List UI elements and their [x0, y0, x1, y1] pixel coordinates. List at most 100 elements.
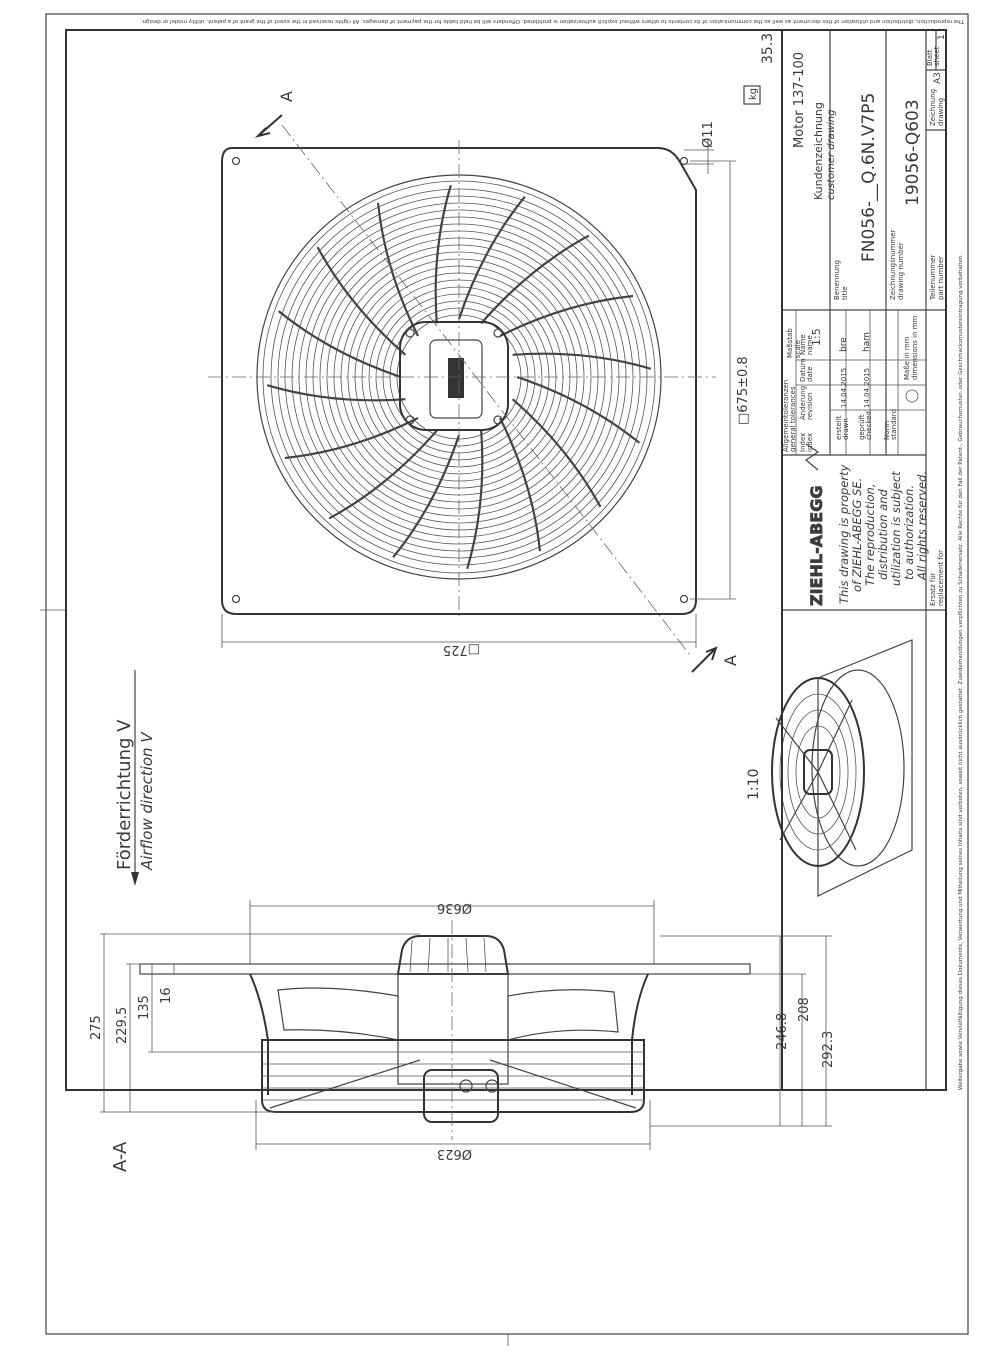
drawn-name: bre	[839, 337, 849, 352]
guard-spoke	[316, 246, 407, 356]
section-blade-left	[277, 987, 399, 1041]
section-plate	[139, 963, 751, 975]
col-index-en: index	[806, 433, 814, 452]
title-block: kg 35.3 Motor 137-100 Kundenzeichnung cu…	[743, 29, 947, 1091]
dim-top-diameter: Ø636	[437, 900, 472, 915]
part-number-label-en: part number	[937, 256, 945, 300]
dim-plate-size: □725	[443, 642, 480, 657]
iso-guard-ring	[795, 725, 841, 819]
guard-spoke	[266, 384, 406, 402]
section-line	[281, 124, 691, 656]
dim-bottom-diameter: Ø623	[437, 1146, 472, 1161]
drawn-label-en: drawn	[842, 418, 850, 440]
col-date-de: Datum	[799, 358, 807, 382]
fan-title: FN056-__Q.6N.V7P5	[859, 93, 879, 262]
checked-label-de: geprüft	[858, 414, 866, 440]
guard-spoke	[516, 375, 641, 444]
property-line: All rights reserved.	[915, 471, 929, 581]
hub-bolt	[405, 415, 415, 425]
property-line: The reproduction,	[863, 483, 877, 586]
drawing-number-label-en: drawing number	[897, 242, 905, 300]
tolerance-de: Allgemeintoleranzen	[782, 380, 790, 452]
drawing-number: 19056-Q603	[903, 99, 923, 206]
motor-type: Motor 137-100	[792, 52, 807, 148]
iso-guard-ring	[787, 709, 849, 835]
iso-ring	[811, 669, 905, 867]
airflow-label-de: Förderrichtung V	[114, 719, 135, 870]
guard-spoke	[434, 184, 452, 324]
legal-notice-side: Weitergabe sowie Vervielfältigung dieses…	[958, 254, 964, 1090]
sheet-label-en: sheet	[933, 46, 941, 66]
dim-left-16: 16	[159, 987, 174, 1004]
guard-spoke	[480, 234, 590, 325]
property-line: utilization is subject	[889, 471, 903, 586]
dim-hole-pitch: □675±0.8	[736, 356, 751, 425]
checked-date: 14.04.2015	[863, 368, 871, 408]
drawn-date: 14.04.2015	[840, 368, 848, 408]
motor-hub	[399, 321, 509, 431]
col-index-de: Index	[799, 433, 807, 452]
airflow-indicator: Förderrichtung V Airflow direction V	[114, 670, 156, 886]
weight-unit: kg	[748, 88, 759, 100]
section-terminal-box	[423, 1069, 499, 1123]
tolerance-en: general tolerances	[789, 386, 797, 452]
mounting-hole	[679, 594, 689, 604]
dim-hole-diameter: Ø11	[701, 121, 716, 148]
section-arrow-top	[254, 114, 283, 138]
drawing-number-label-de: Zeichnungsnummer	[889, 229, 897, 300]
guard-spoke	[328, 429, 438, 520]
guard-spoke	[284, 417, 419, 460]
title-block-frame	[781, 29, 947, 1091]
dims-in-mm-en: dimensions in mm	[911, 315, 919, 380]
section-arrow-bottom	[691, 646, 718, 673]
cable-gland	[459, 1079, 473, 1093]
property-line: distribution and	[876, 488, 890, 580]
replacement-label-en: replacement for	[937, 550, 945, 606]
col-revision-en: revision	[806, 393, 814, 420]
guard-strut	[269, 1059, 637, 1109]
drawn-label-de: erstellt	[835, 415, 843, 440]
guard-spoke	[511, 398, 602, 508]
title-label-en: title	[841, 286, 849, 300]
col-name-en: name	[806, 335, 814, 355]
dim-right-292-3: 292.3	[821, 1031, 836, 1068]
format-value: A3	[933, 72, 943, 84]
guard-spoke	[277, 310, 402, 379]
iso-plate	[817, 639, 913, 897]
section-motor-dome	[396, 935, 510, 975]
dim-right-208: 208	[797, 997, 812, 1022]
guard-spoke	[466, 430, 484, 570]
dim-left-135: 135	[137, 995, 152, 1020]
company-logo: ZIEHL-ABEGG	[807, 486, 826, 606]
airflow-arrow-head	[131, 872, 139, 886]
front-view: A A Ø11 □675±0.8 □725	[208, 91, 751, 673]
guard-spoke	[392, 434, 461, 559]
format-label-de: Zeichnung	[929, 89, 937, 126]
iso-guard	[771, 677, 865, 867]
iso-strut	[775, 699, 857, 851]
company-logo-icon	[804, 443, 820, 471]
property-statement: This drawing is property of ZIEHL-ABEGG …	[837, 464, 929, 604]
doc-type-en: customer drawing	[826, 110, 837, 201]
hub-bolt	[493, 415, 503, 425]
property-line: This drawing is property	[837, 464, 851, 604]
guard-spoke	[512, 352, 652, 370]
dim-left-275: 275	[89, 1015, 104, 1040]
iso-guard-ring	[779, 693, 857, 851]
weight-icon	[743, 85, 761, 105]
title-label-de: Benennung	[833, 260, 841, 300]
property-line: of ZIEHL-ABEGG SE.	[850, 478, 864, 592]
scale-value: 1:5	[810, 328, 823, 346]
guard-spoke	[499, 417, 542, 552]
hub-bolt	[493, 328, 503, 338]
section-guard	[261, 1039, 645, 1113]
sheet-label-de: Blatt	[926, 49, 934, 66]
scale-label-en: scale	[794, 340, 802, 358]
guard-spoke	[499, 294, 634, 337]
dome-rib	[427, 937, 431, 973]
col-revision-de: Änderung	[798, 386, 807, 420]
sheet-value: 1	[937, 34, 947, 40]
weight-value: 35.3	[760, 33, 776, 64]
section-marker-bottom: A	[721, 655, 740, 666]
